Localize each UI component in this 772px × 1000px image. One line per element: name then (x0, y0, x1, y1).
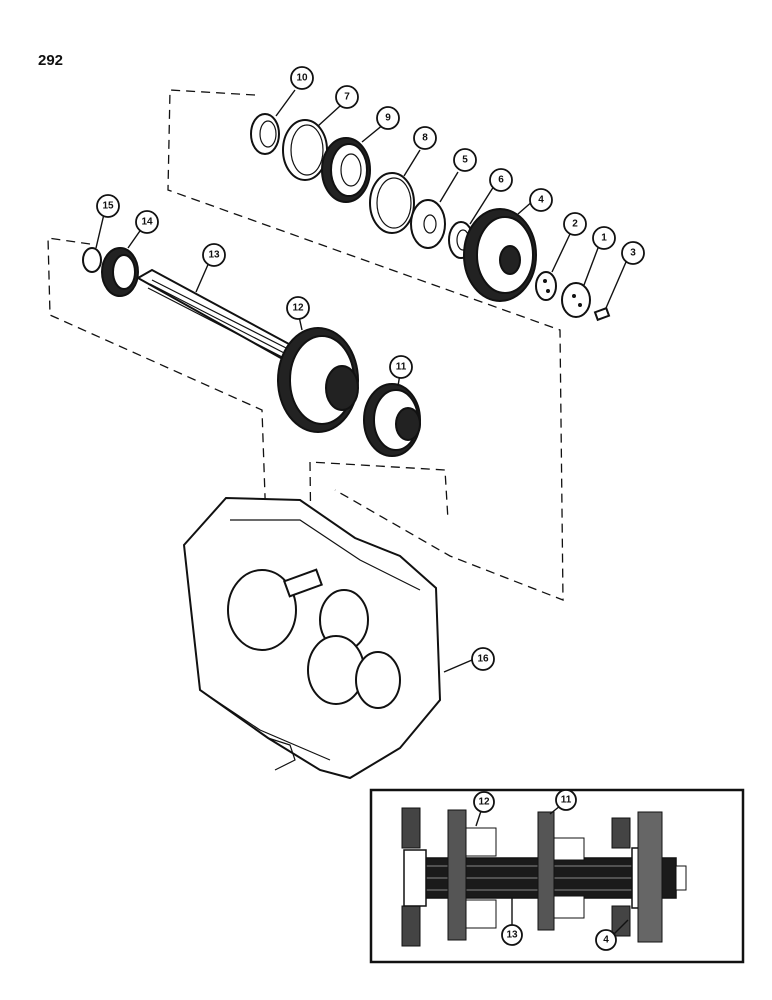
svg-text:12: 12 (292, 303, 304, 314)
svg-text:4: 4 (538, 195, 544, 206)
part-5-washer (410, 171, 459, 249)
part-2-lock-plate (535, 233, 571, 301)
part-3-bolt (593, 261, 627, 322)
inset-callout-13: 13 (501, 924, 523, 946)
part-4-gear (463, 199, 537, 302)
part-11-gear (363, 373, 421, 457)
inset-callout-11: 11 (555, 789, 577, 811)
svg-text:2: 2 (572, 219, 578, 230)
callout-8: 8 (413, 126, 437, 150)
callout-7: 7 (335, 85, 359, 109)
callout-14: 14 (135, 210, 159, 234)
part-12-gear (277, 311, 359, 433)
inset-callout-4: 4 (595, 929, 617, 951)
svg-text:11: 11 (561, 795, 572, 806)
callout-3: 3 (621, 241, 645, 265)
callout-15: 15 (96, 194, 120, 218)
svg-text:8: 8 (422, 133, 428, 144)
part-13-shaft (135, 259, 302, 364)
part-7-snap-ring (282, 105, 341, 181)
inset-callout-12: 12 (473, 791, 495, 813)
svg-text:9: 9 (385, 113, 391, 124)
callout-10: 10 (290, 66, 314, 90)
part-15-snap-ring (82, 213, 105, 273)
svg-text:15: 15 (102, 201, 114, 212)
svg-text:3: 3 (630, 248, 636, 259)
svg-text:10: 10 (296, 73, 308, 84)
svg-text:5: 5 (462, 155, 468, 166)
part-1-retainer (561, 247, 599, 318)
part-9-bearing (321, 123, 385, 203)
callout-13: 13 (202, 243, 226, 267)
part-8-snap-ring (369, 149, 421, 234)
dashed-group-upper (167, 89, 564, 601)
cross-section-inset (369, 788, 745, 964)
part-16-housing (182, 496, 473, 780)
part-14-bearing (101, 227, 143, 297)
callout-11: 11 (389, 355, 413, 379)
page-number: 292 (38, 52, 64, 69)
callout-9: 9 (376, 106, 400, 130)
svg-text:6: 6 (498, 175, 504, 186)
callout-12: 12 (286, 296, 310, 320)
callout-5: 5 (453, 148, 477, 172)
part-10-seal (250, 89, 296, 155)
callout-6: 6 (489, 168, 513, 192)
svg-text:13: 13 (506, 930, 518, 941)
callout-2: 2 (563, 212, 587, 236)
svg-text:12: 12 (478, 797, 490, 808)
svg-text:11: 11 (396, 362, 407, 373)
callout-16: 16 (471, 647, 495, 671)
svg-text:1: 1 (601, 233, 607, 244)
callout-4: 4 (529, 188, 553, 212)
dashed-group-left (47, 237, 271, 641)
svg-text:4: 4 (603, 935, 609, 946)
svg-text:7: 7 (344, 92, 350, 103)
svg-text:13: 13 (208, 250, 220, 261)
svg-text:16: 16 (477, 654, 489, 665)
svg-text:14: 14 (141, 217, 153, 228)
dashed-group-mid (309, 461, 449, 637)
callout-1: 1 (592, 226, 616, 250)
